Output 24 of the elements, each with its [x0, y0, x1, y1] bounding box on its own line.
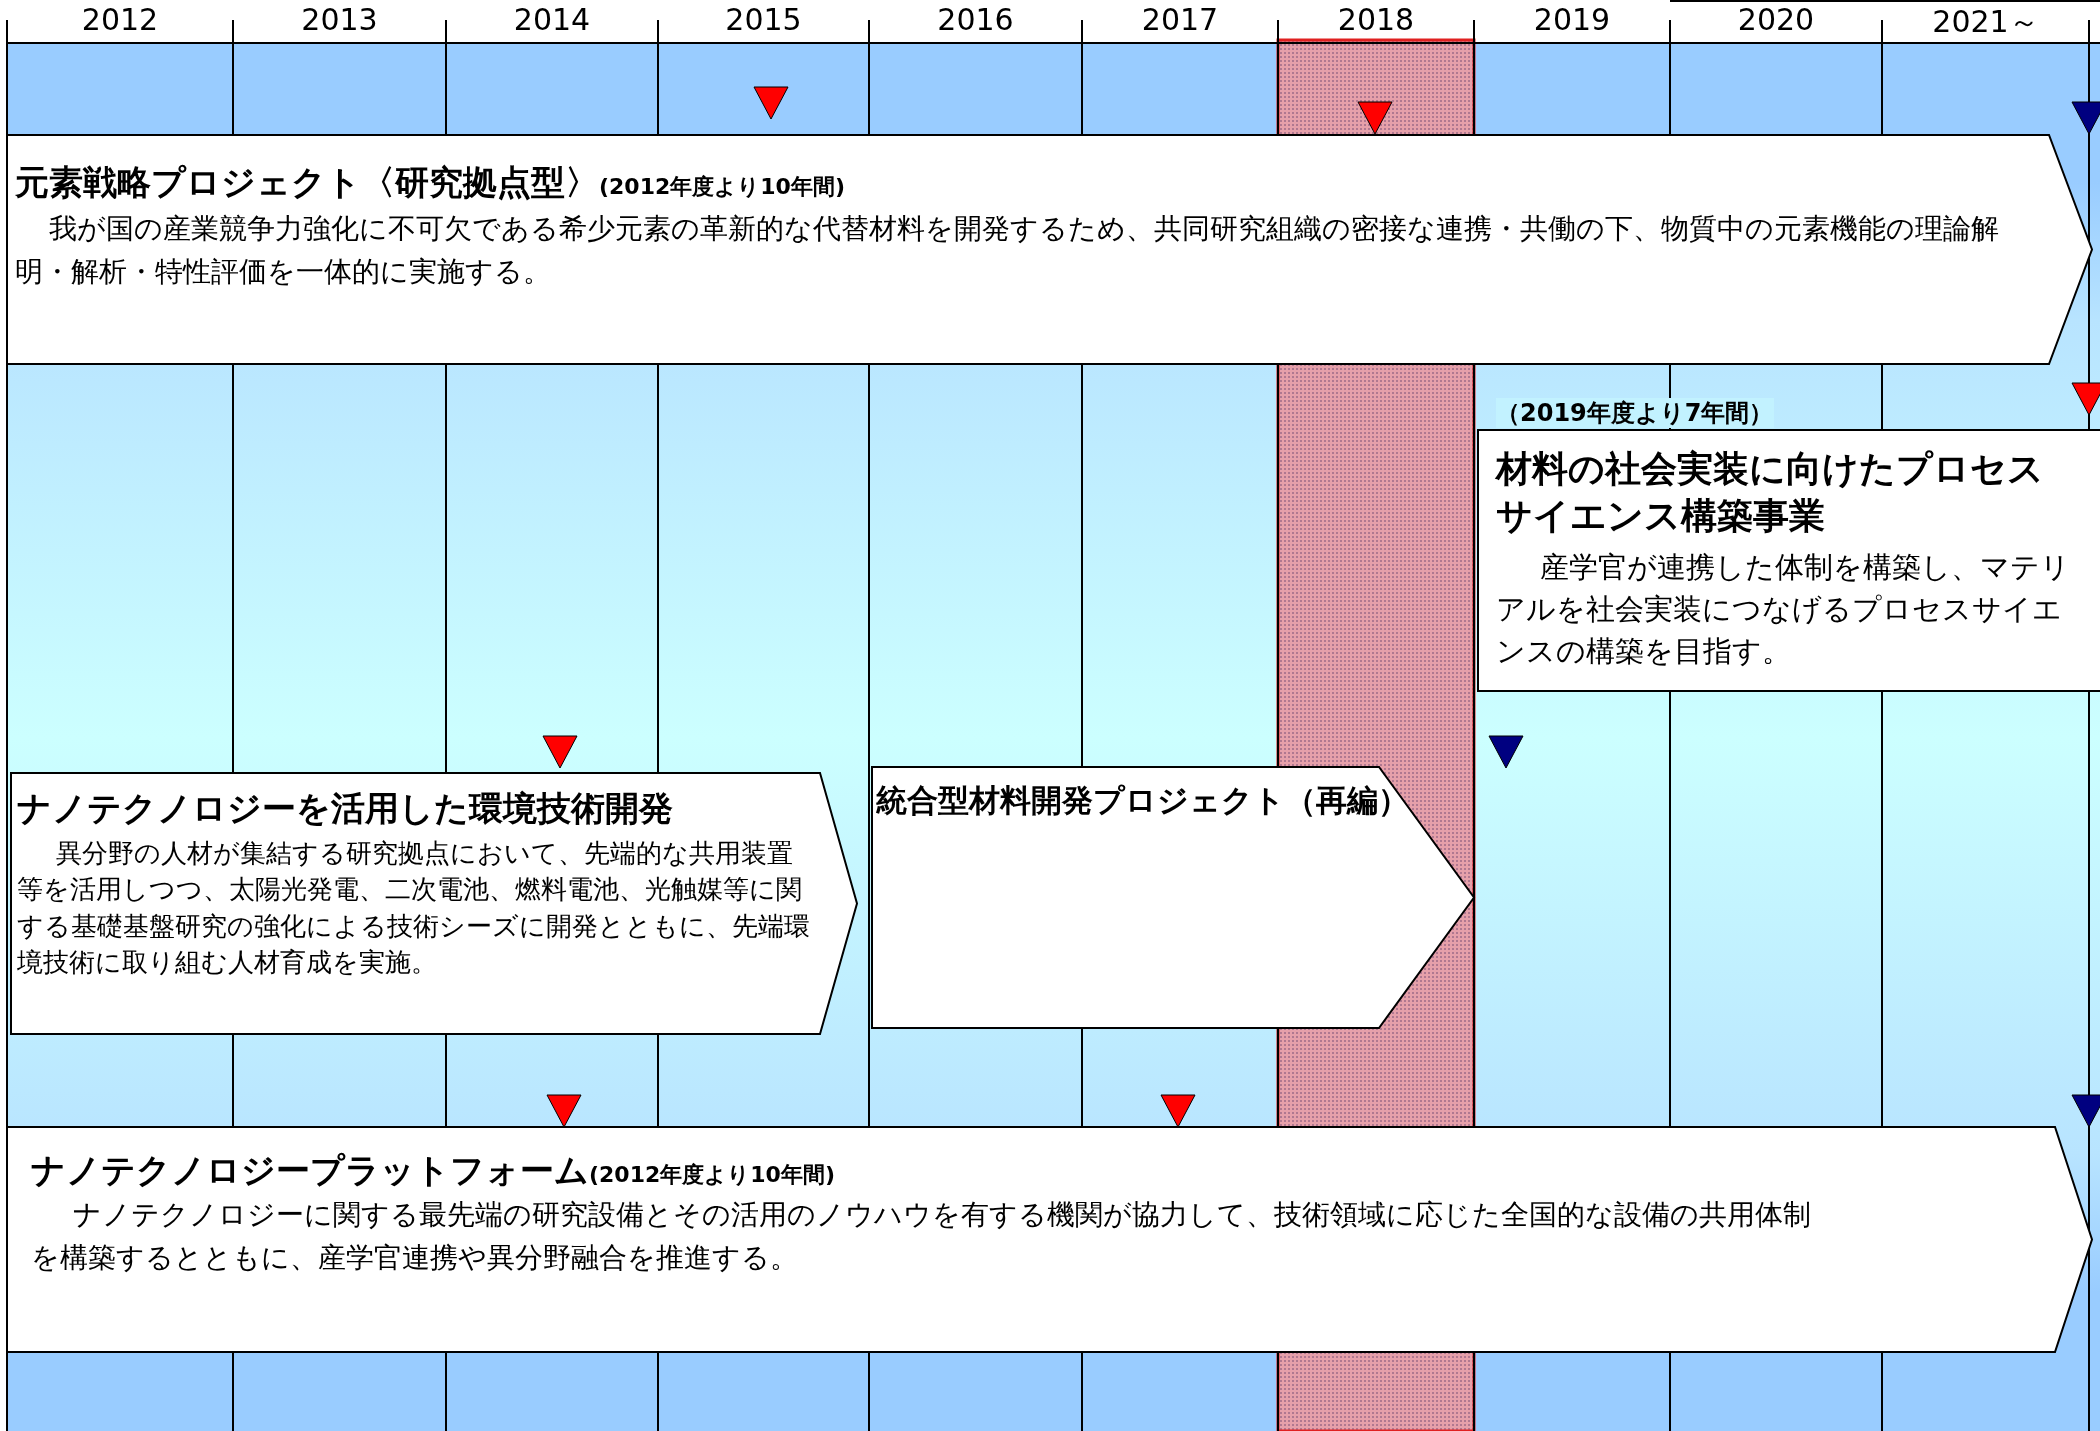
project-title: 元素戦略プロジェクト〈研究拠点型〉 [15, 162, 599, 202]
project-period: (2012年度より10年間) [589, 1162, 835, 1187]
year-label: 2015 [724, 2, 803, 37]
year-label: 2021～ [1931, 3, 2040, 41]
project-description: 我が国の産業競争力強化に不可欠である希少元素の革新的な代替材料を開発するため、共同研究組織の密接な連携・共働の下、物質中の元素機能の理論解明・解析・特性評価を一体的に実施する。 [15, 211, 2000, 291]
project-title: ナノテクノロジープラットフォーム [31, 1150, 589, 1190]
project-description: 産学官が連携した体制を構築し、マテリアルを社会実装につなげるプロセスサイエンスの構築を目指す。 [1496, 549, 2071, 671]
project-title: 材料の社会実装に向けたプロセスサイエンス構築事業 [1496, 447, 2045, 538]
year-label: 2018 [1336, 2, 1416, 37]
year-label: 2019 [1532, 2, 1612, 37]
project-description: 異分野の人材が集結する研究拠点において、先端的な共用装置等を活用しつつ、太陽光発電、二次電池、燃料電池、光触媒等に関する基礎基盤研究の強化による技術シーズに開発とともに、先端環境技術に取り組む人材育成を実施。 [17, 837, 811, 980]
project-description: ナノテクノロジーに関する最先端の研究設備とその活用のノウハウを有する機関が協力して、技術領域に応じた全国的な設備の共用体制を構築するとともに、産学官連携や異分野融合を推進する。 [31, 1197, 1812, 1277]
year-label: 2014 [512, 2, 592, 37]
year-label: 2020 [1736, 2, 1816, 37]
project-title: ナノテクノロジーを活用した環境技術開発 [17, 787, 674, 830]
project-title: 統合型材料開発プロジェクト（再編） [876, 781, 1409, 820]
project-arrow-box [1478, 398, 2100, 691]
year-label: 2012 [80, 2, 160, 37]
project-period: （2019年度より7年間） [1496, 398, 1774, 428]
project-arrow-box [872, 767, 1474, 1028]
year-label: 2013 [300, 2, 379, 37]
year-label: 2017 [1140, 2, 1220, 37]
project-period: (2012年度より10年間) [599, 174, 845, 199]
year-label: 2016 [936, 2, 1015, 37]
